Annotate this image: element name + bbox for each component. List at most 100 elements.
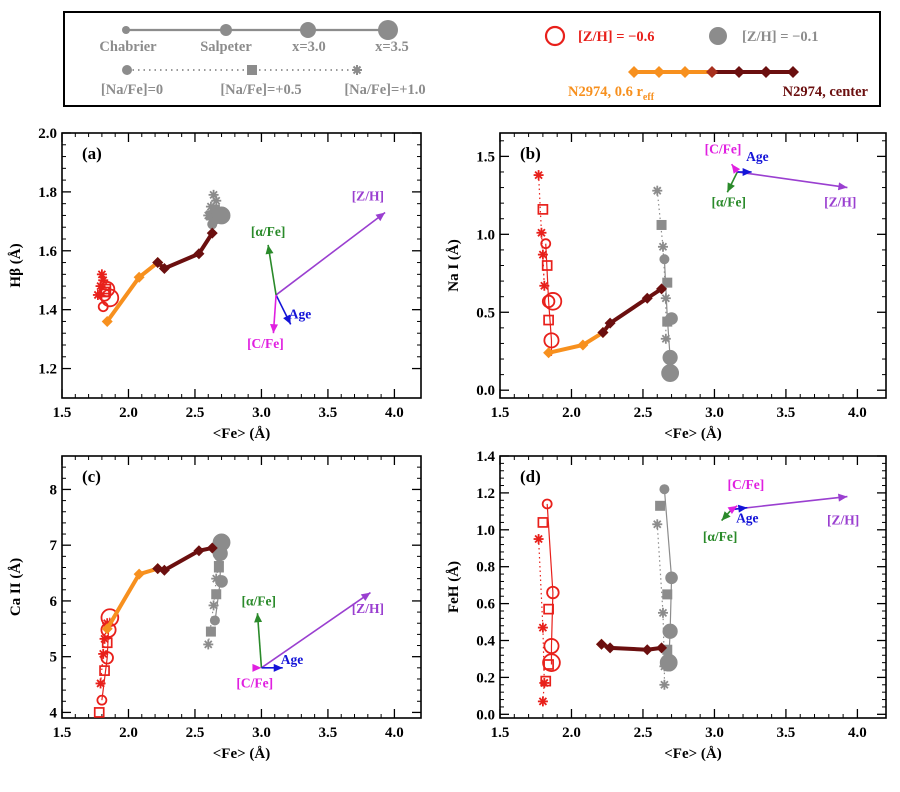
star-stroke xyxy=(212,196,221,205)
n2974-outer-point xyxy=(543,347,555,359)
vector-blue xyxy=(737,167,752,176)
red-nafe-line xyxy=(99,623,108,684)
vector-purple-head xyxy=(838,493,848,502)
red-nafe-square-point xyxy=(537,517,549,528)
vector-purple-shaft xyxy=(731,495,848,511)
n2974-outer-point xyxy=(101,623,113,635)
y-tick-label: 2.0 xyxy=(38,126,57,142)
vector-blue xyxy=(275,294,292,325)
x-tick-label: 2.5 xyxy=(186,725,205,741)
legend-track-diamond xyxy=(706,66,718,78)
y-tick-label: 0.5 xyxy=(476,305,495,321)
vector-label-magenta: [C/Fe] xyxy=(728,477,765,492)
gray-imf-circle-point xyxy=(209,615,220,626)
gray-imf-circle-point xyxy=(665,571,678,585)
vector-green xyxy=(265,244,277,296)
n2974-outer-track xyxy=(105,566,159,630)
gray-nafe-star-point xyxy=(659,679,670,690)
red-nafe-square-point xyxy=(101,637,113,649)
vector-magenta-head xyxy=(731,164,741,174)
gray-imf-circle-point xyxy=(662,623,678,639)
star-stroke xyxy=(209,190,218,199)
x-tick-label: 4.0 xyxy=(385,725,404,741)
red-nafe-square-point xyxy=(543,603,554,615)
vector-green xyxy=(720,508,733,522)
legend-n2974-eff-subscript: eff xyxy=(643,92,655,103)
star-stroke xyxy=(540,281,549,290)
y-tick-label: 1.5 xyxy=(476,149,495,165)
legend-imf-marker-x30 xyxy=(300,22,316,38)
red-nafe-square-point xyxy=(540,675,552,687)
gray-nafe-star-point xyxy=(652,519,663,530)
vector-purple-head xyxy=(360,592,371,601)
y-tick-label: 0.4 xyxy=(476,634,495,650)
legend-track-diamond xyxy=(653,66,665,78)
n2974-outer-point xyxy=(133,568,145,580)
star-stroke xyxy=(661,334,670,343)
x-tick-label: 3.5 xyxy=(777,405,796,421)
vector-blue-head xyxy=(273,663,283,672)
y-tick-label: 0.0 xyxy=(476,383,495,399)
legend-zh-low-label: [Z/H] = −0.6 xyxy=(578,29,655,45)
red-nafe-square-point xyxy=(541,260,553,271)
red-imf-circle-point xyxy=(99,281,116,298)
star-stroke xyxy=(97,270,107,279)
panel-d-ylabel: FeH (Å) xyxy=(446,561,462,613)
red-nafe-star-point xyxy=(95,678,106,689)
n2974-center-track xyxy=(156,232,214,271)
x-tick-label: 1.5 xyxy=(53,725,72,741)
vector-label-green: [α/Fe] xyxy=(251,224,286,239)
n2974-center-point xyxy=(193,545,205,557)
gray-nafe-star-point xyxy=(211,195,222,206)
legend-track-diamond xyxy=(628,66,640,78)
gray-nafe-star-point xyxy=(660,293,671,304)
star-stroke xyxy=(538,250,548,259)
gray-imf-circle-point xyxy=(212,533,231,552)
x-tick-label: 1.5 xyxy=(491,405,510,421)
star-stroke xyxy=(653,186,662,195)
legend-zh-high-marker xyxy=(709,27,727,45)
vector-purple xyxy=(731,493,848,511)
vector-label-magenta: [C/Fe] xyxy=(236,675,273,690)
legend-nafe-label-05: [Na/Fe]=+0.5 xyxy=(220,82,301,98)
red-imf-circle-point xyxy=(542,653,561,672)
red-imf-circle-point xyxy=(100,288,120,308)
gray-imf-circle-point xyxy=(212,206,231,225)
vector-label-green: [α/Fe] xyxy=(242,593,277,608)
red-nafe-star-point xyxy=(537,696,548,707)
x-tick-label: 3.5 xyxy=(319,405,338,421)
y-tick-label: 0.8 xyxy=(476,560,495,576)
y-tick-label: 1.2 xyxy=(38,362,57,378)
vector-label-green: [α/Fe] xyxy=(711,194,746,209)
red-imf-circle-point xyxy=(546,585,560,600)
red-imf-circle-point xyxy=(543,638,560,655)
legend-nafe-label-10: [Na/Fe]=+1.0 xyxy=(344,82,425,98)
n2974-outer-point xyxy=(577,339,589,351)
n2974-center-point xyxy=(193,248,205,260)
n2974-outer-point xyxy=(101,315,113,327)
gray-nafe-square-point xyxy=(655,500,666,511)
vector-purple-head xyxy=(375,212,386,222)
gray-nafe-star-point xyxy=(652,185,663,196)
red-imf-circle-point xyxy=(540,238,552,250)
red-imf-circle-point xyxy=(96,694,108,706)
star-stroke xyxy=(538,697,548,706)
vector-magenta xyxy=(252,663,262,672)
y-tick-label: 4 xyxy=(50,705,58,721)
gray-imf-circle-point xyxy=(662,349,678,366)
vector-blue-head xyxy=(742,167,752,176)
panel-c-ylabel: Ca II (Å) xyxy=(8,558,24,616)
gray-imf-circle-point xyxy=(661,364,680,382)
vector-magenta-head xyxy=(270,323,279,334)
star-stroke xyxy=(653,520,662,529)
legend-zh-high-label: [Z/H] = −0.1 xyxy=(742,29,819,45)
legend-imf-label-x35: x=3.5 xyxy=(375,39,409,55)
n2974-center-point xyxy=(158,564,170,576)
vector-green-head xyxy=(727,182,735,193)
red-nafe-square-point xyxy=(543,314,554,326)
vector-purple-head xyxy=(837,182,848,191)
